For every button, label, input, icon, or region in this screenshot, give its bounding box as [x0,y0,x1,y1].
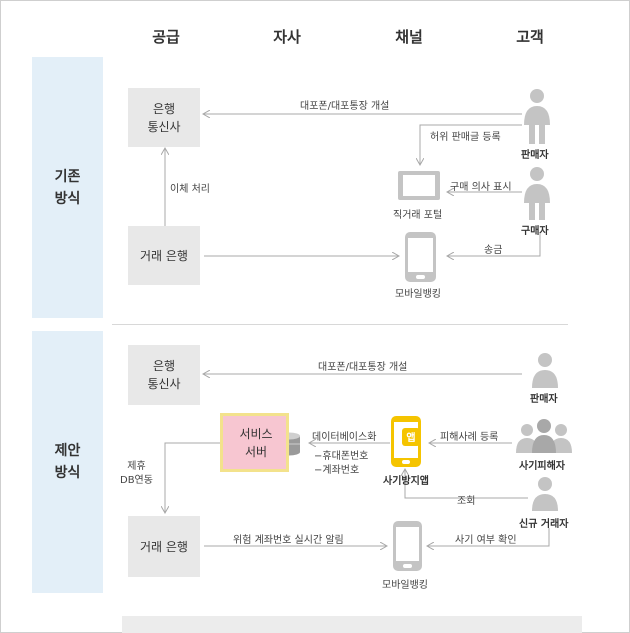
database-label: 데이터베이스화 [312,432,377,443]
arrow-false-post [420,124,522,164]
bank-telecom-label: 은행 통신사 [147,359,181,391]
trade-bank-label: 거래 은행 [140,539,188,554]
app-phone-icon: 앱 [391,416,421,467]
bank-telecom-box-proposed: 은행 통신사 [128,345,200,405]
column-header-company: 자사 [273,28,301,46]
app-badge: 앱 [406,432,415,444]
open-account-label-proposed: 대포폰/대포통장 개설 [318,362,408,373]
new-trader-label: 신규 거래자 [519,519,569,530]
person-icon [532,353,558,388]
realtime-alert-label: 위험 계좌번호 실시간 알림 [233,535,344,546]
section-existing-label: 기존 방식 [32,57,103,318]
mobile-banking-label-existing: 모바일뱅킹 [395,289,441,300]
bank-telecom-box-existing: 은행 통신사 [128,88,200,147]
service-server-label: 서비스 서버 [239,427,273,459]
false-post-label: 허위 판매글 등록 [430,132,501,143]
fraud-report-label: 피해사례 등록 [440,432,499,443]
trade-bank-box-existing: 거래 은행 [128,226,200,285]
service-server-box: 서비스 서버 [220,413,289,472]
inquiry-label: 조회 [457,496,476,507]
footer-bar [122,616,582,633]
victims-label: 사기피해자 [519,461,565,472]
section-existing-text: 기존 방식 [54,168,81,207]
buyer-label: 구매자 [521,226,549,237]
section-divider [112,324,568,325]
person-icon [532,477,558,511]
transfer-label: 이체 처리 [170,184,210,195]
arrow-inquiry [405,470,528,499]
column-header-supply: 공급 [152,28,180,46]
trade-bank-label: 거래 은행 [140,248,188,263]
column-header-customer: 고객 [516,28,544,46]
seller-label-existing: 판매자 [521,150,549,161]
column-header-channel: 채널 [395,28,423,46]
trade-bank-box-proposed: 거래 은행 [128,516,200,577]
db-link-label: 제휴 DB연동 [120,461,153,486]
db-items-label: −휴대폰번호 −계좌번호 [314,451,369,476]
smartphone-icon [393,521,422,571]
seller-label-proposed: 판매자 [530,394,558,405]
open-account-label-existing: 대포폰/대포통장 개설 [300,101,390,112]
person-icon [524,89,550,144]
app-name-label: 사기방지앱 [383,476,429,487]
arrow-remit [448,232,541,256]
smartphone-icon [405,232,436,282]
monitor-icon [398,171,440,200]
people-group-icon [516,419,572,453]
arrow-check [428,528,550,546]
purchase-intent-label: 구매 의사 표시 [450,182,512,193]
arrow-db-link [165,442,222,512]
portal-label: 직거래 포털 [393,210,443,221]
mobile-banking-label-proposed: 모바일뱅킹 [382,580,428,591]
person-icon [524,167,550,220]
bank-telecom-label: 은행 통신사 [147,101,181,134]
section-proposed-text: 제안 방식 [54,443,81,481]
check-label: 사기 여부 확인 [455,535,517,546]
section-proposed-label: 제안 방식 [32,331,103,593]
remit-label: 송금 [484,245,503,256]
